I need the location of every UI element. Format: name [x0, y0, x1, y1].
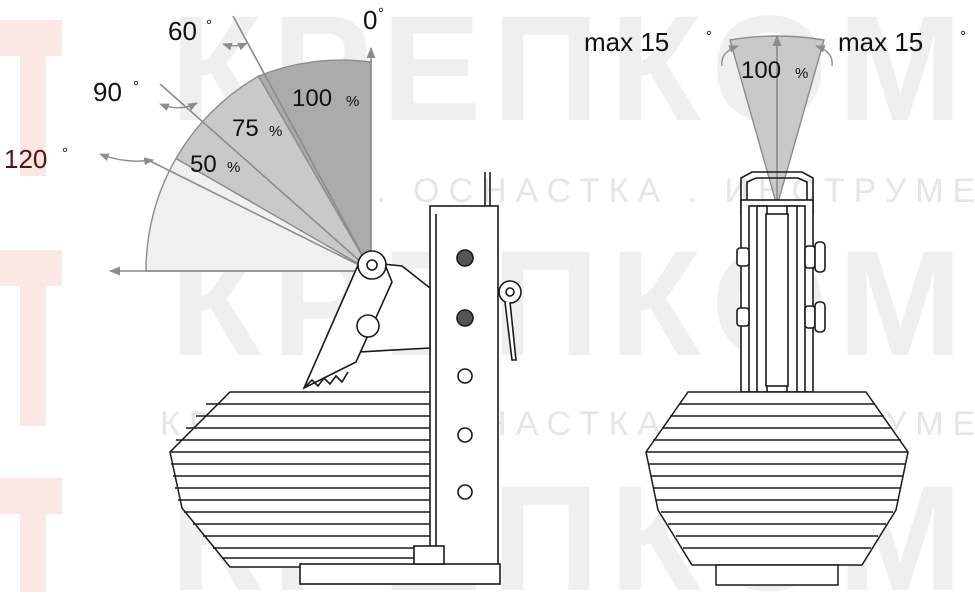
front-view-labels: max 15 ° max 15 ° 100 %	[584, 27, 966, 84]
lever-pin	[356, 314, 380, 338]
base-block	[413, 545, 445, 565]
guide-120-degree	[147, 159, 372, 272]
capacity-unit-50: %	[227, 159, 240, 176]
angle-unit-60: °	[206, 17, 212, 34]
front-base-plate	[715, 564, 839, 586]
angle-label-120: 120	[4, 144, 47, 174]
load-drum-front	[645, 391, 909, 586]
max-angle-right-unit: °	[960, 28, 966, 45]
clamp-side-view	[299, 172, 522, 585]
lifting-shackle	[740, 171, 814, 214]
max-angle-left-unit: °	[706, 28, 712, 45]
bolt-hole-filled	[456, 309, 474, 327]
bolt-hole	[457, 368, 473, 384]
clamp-front-view	[736, 171, 826, 393]
guide-60-degree	[232, 15, 372, 272]
capacity-label-50: 50	[190, 151, 217, 178]
sector-75-percent	[175, 75, 373, 273]
capacity-labels: 100 % 75 % 50 %	[190, 85, 359, 178]
bolt-hole	[457, 484, 473, 500]
angle-unit-90: °	[133, 78, 139, 95]
bolt-head-left	[736, 307, 750, 327]
front-capacity-unit: %	[795, 65, 808, 82]
capacity-label-100: 100	[292, 85, 332, 112]
max-angle-left-label: max 15	[584, 27, 669, 57]
load-drum-side	[169, 391, 433, 568]
clamp-base-plate	[299, 563, 501, 585]
max-angle-right-label: max 15	[838, 27, 923, 57]
load-angle-sectors	[99, 15, 376, 276]
front-capacity-label: 100	[741, 57, 781, 84]
angle-label-0: 0	[363, 5, 377, 35]
arc-60-degree	[222, 42, 248, 51]
bolt-head-left	[736, 247, 750, 267]
capacity-unit-100: %	[346, 93, 359, 110]
angle-unit-120: °	[62, 145, 68, 162]
lock-lever	[504, 301, 517, 361]
guide-90-degree	[159, 83, 372, 272]
bolt-hole	[457, 427, 473, 443]
arc-120-degree	[99, 153, 154, 166]
arc-left-15-degree	[721, 45, 739, 67]
bolt-hole-filled	[456, 249, 474, 267]
brand-logo-icon	[0, 20, 62, 592]
angle-label-90: 90	[93, 77, 122, 107]
angle-unit-0: °	[378, 5, 384, 22]
bolt-nut-right	[804, 245, 816, 269]
capacity-unit-75: %	[269, 123, 282, 140]
bolt-nut-right	[804, 305, 816, 329]
angle-labels: 0 ° 60 ° 90 ° 120 °	[4, 5, 384, 174]
angle-label-60: 60	[168, 16, 197, 46]
arc-right-15-degree	[815, 45, 833, 67]
arc-90-degree	[159, 102, 198, 111]
capacity-label-75: 75	[232, 115, 259, 142]
